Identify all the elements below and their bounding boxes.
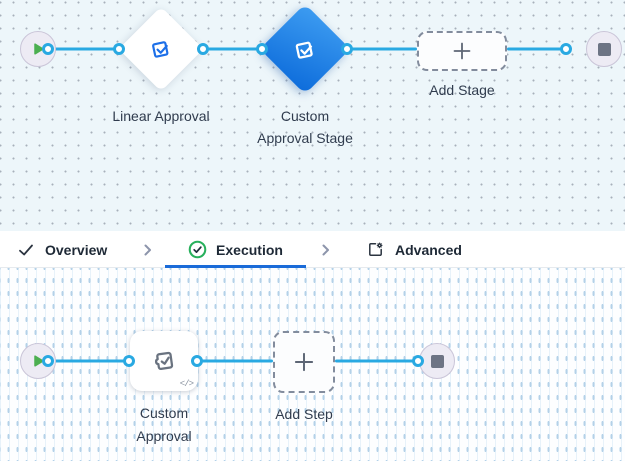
- add-stage-label: Add Stage: [429, 82, 495, 98]
- port-handle[interactable]: [123, 355, 135, 367]
- port-handle[interactable]: [42, 43, 54, 55]
- port-handle[interactable]: [197, 43, 209, 55]
- plus-icon: [291, 349, 317, 375]
- stage-wire[interactable]: [203, 47, 262, 51]
- approval-stamp-icon: [148, 36, 174, 62]
- check-circle-icon: [188, 240, 207, 259]
- tab-label: Advanced: [395, 241, 462, 258]
- stage-node-custom-approval[interactable]: [259, 3, 351, 95]
- step-canvas[interactable]: </> Custom Approval Add Step: [0, 268, 625, 461]
- step-wire[interactable]: [48, 359, 129, 363]
- approval-stamp-icon: [292, 36, 319, 63]
- tab-label: Execution: [216, 241, 283, 258]
- tab-label: Overview: [45, 241, 108, 258]
- tab-bar: Overview Execution: [0, 231, 625, 268]
- play-icon: [30, 41, 46, 57]
- tab-execution[interactable]: Execution: [165, 231, 306, 268]
- chevron-right-icon: [140, 231, 156, 268]
- port-handle[interactable]: [113, 43, 125, 55]
- stage-wire[interactable]: [507, 47, 566, 51]
- port-handle[interactable]: [256, 43, 268, 55]
- check-icon: [17, 241, 35, 259]
- tab-overview[interactable]: Overview: [17, 231, 107, 268]
- stage-canvas[interactable]: Linear Approval Custom Approval Stage Ad…: [0, 0, 625, 231]
- stage-node-linear-approval[interactable]: [118, 6, 204, 92]
- port-handle[interactable]: [42, 355, 54, 367]
- stage-wire[interactable]: [347, 47, 417, 51]
- step-wire[interactable]: [335, 359, 418, 363]
- tab-advanced[interactable]: Advanced: [366, 231, 462, 268]
- stage-label-linear-approval: Linear Approval: [112, 108, 210, 124]
- play-icon: [30, 353, 46, 369]
- plus-icon: [450, 39, 474, 63]
- square-gear-icon: [366, 240, 385, 259]
- add-step-button[interactable]: [273, 331, 335, 393]
- step-label-custom-approval: Custom Approval: [136, 405, 192, 444]
- stage-wire[interactable]: [48, 47, 119, 51]
- step-end-node[interactable]: [419, 343, 455, 379]
- add-step-label: Add Step: [275, 406, 333, 422]
- stage-label-custom-approval: Custom Approval Stage: [257, 108, 353, 146]
- puzzle-check-icon: [148, 345, 180, 377]
- port-handle[interactable]: [191, 355, 203, 367]
- stage-end-node[interactable]: [586, 31, 622, 67]
- add-stage-button[interactable]: [417, 31, 507, 71]
- step-node-custom-approval[interactable]: </>: [130, 331, 198, 391]
- code-badge-icon: </>: [179, 379, 194, 389]
- port-handle[interactable]: [560, 43, 572, 55]
- port-handle[interactable]: [341, 43, 353, 55]
- step-wire[interactable]: [197, 359, 273, 363]
- port-handle[interactable]: [412, 355, 424, 367]
- chevron-right-icon: [318, 231, 334, 268]
- stop-icon: [597, 42, 611, 56]
- stop-icon: [430, 354, 444, 368]
